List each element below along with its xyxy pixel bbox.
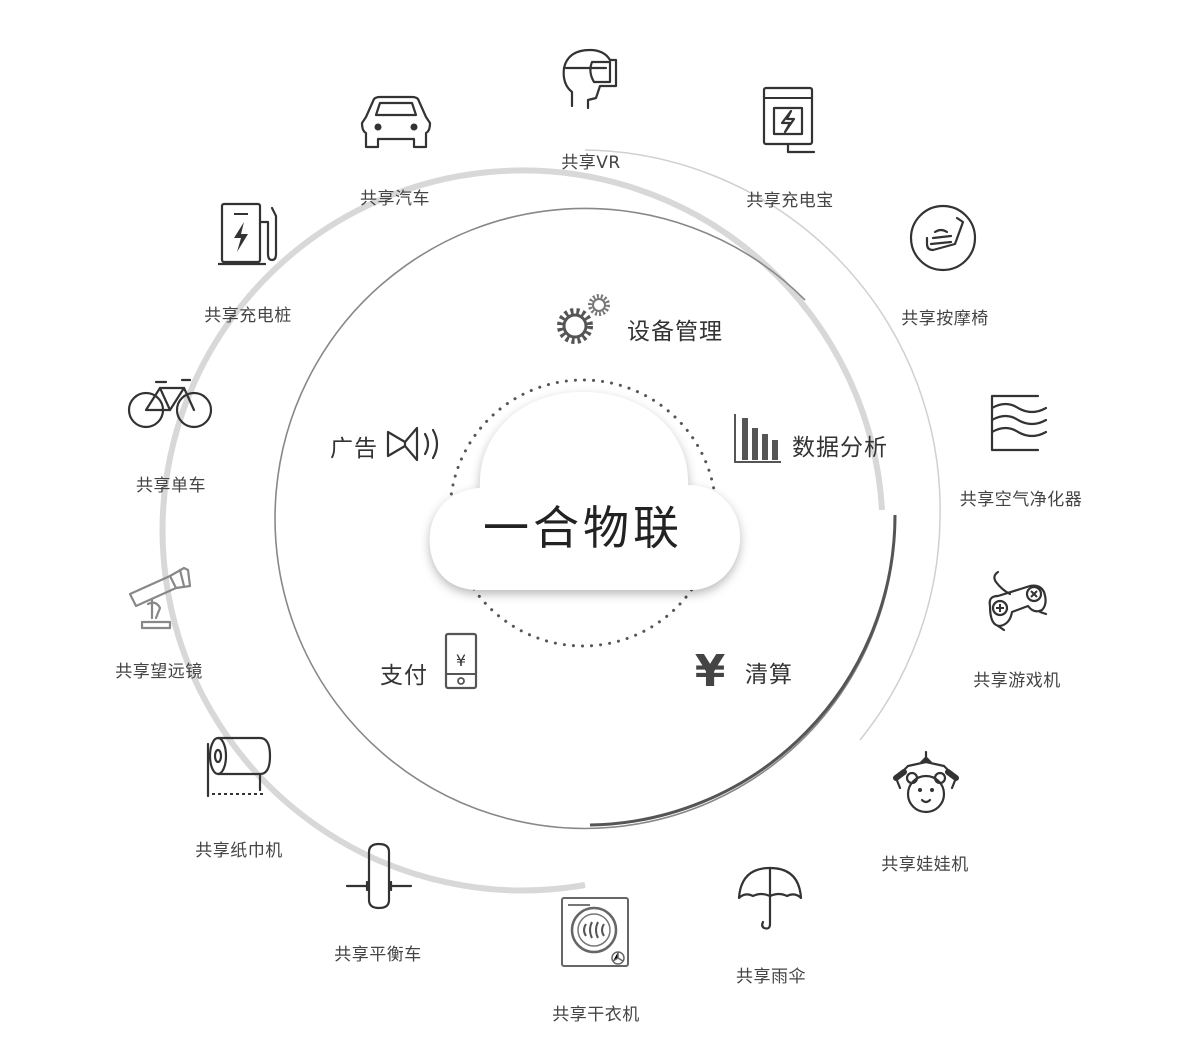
dryer-icon <box>561 897 629 967</box>
service-massage-chair: 共享按摩椅 <box>901 309 989 329</box>
yuan-icon: ¥ <box>695 646 726 697</box>
service-tissue-machine: 共享纸巾机 <box>195 841 283 861</box>
service-claw-machine: 共享娃娃机 <box>881 855 969 875</box>
bar-chart-icon <box>734 414 781 463</box>
power-bank-icon <box>762 86 816 154</box>
func-data-analysis: 数据分析 <box>792 435 888 461</box>
air-purifier-icon <box>990 394 1048 452</box>
charging-pile-icon <box>218 202 278 266</box>
massage-chair-icon <box>909 204 977 272</box>
cloud-title: 一合物联 <box>483 501 683 555</box>
vr-headset-icon <box>562 48 618 110</box>
service-power-bank: 共享充电宝 <box>746 191 834 211</box>
service-game-machine: 共享游戏机 <box>973 671 1061 691</box>
service-car: 共享汽车 <box>360 189 430 209</box>
car-icon <box>360 95 432 149</box>
game-controller-icon <box>988 570 1048 632</box>
balance-scooter-icon <box>345 842 413 910</box>
service-charging-pile: 共享充电桩 <box>204 306 292 326</box>
cloud-shape <box>429 392 740 590</box>
gear-icon <box>557 294 610 344</box>
service-dryer: 共享干衣机 <box>552 1005 640 1025</box>
telescope-icon <box>128 566 192 630</box>
svg-text:¥: ¥ <box>456 651 466 670</box>
umbrella-icon <box>737 866 803 930</box>
service-vr: 共享VR <box>561 153 621 173</box>
service-air-purifier: 共享空气净化器 <box>959 490 1083 510</box>
svg-text:¥: ¥ <box>695 646 726 697</box>
service-bike: 共享单车 <box>136 476 206 496</box>
outer-ring-arc <box>159 167 885 894</box>
func-ads: 广告 <box>330 436 378 462</box>
inner-ring <box>274 207 896 830</box>
outer-ring-thin <box>584 149 941 741</box>
func-pay: 支付 <box>380 663 428 689</box>
func-device-management: 设备管理 <box>627 319 723 345</box>
service-balance-scooter: 共享平衡车 <box>334 945 422 965</box>
bicycle-icon <box>127 378 213 429</box>
tissue-machine-icon <box>206 736 272 798</box>
service-telescope: 共享望远镜 <box>115 662 203 682</box>
func-settlement: 清算 <box>745 662 793 688</box>
claw-machine-icon <box>893 750 959 814</box>
inner-ring-dark <box>589 514 897 827</box>
speaker-icon <box>386 426 439 462</box>
phone-yuan-icon: ¥ <box>444 632 478 690</box>
service-umbrella: 共享雨伞 <box>736 967 806 987</box>
